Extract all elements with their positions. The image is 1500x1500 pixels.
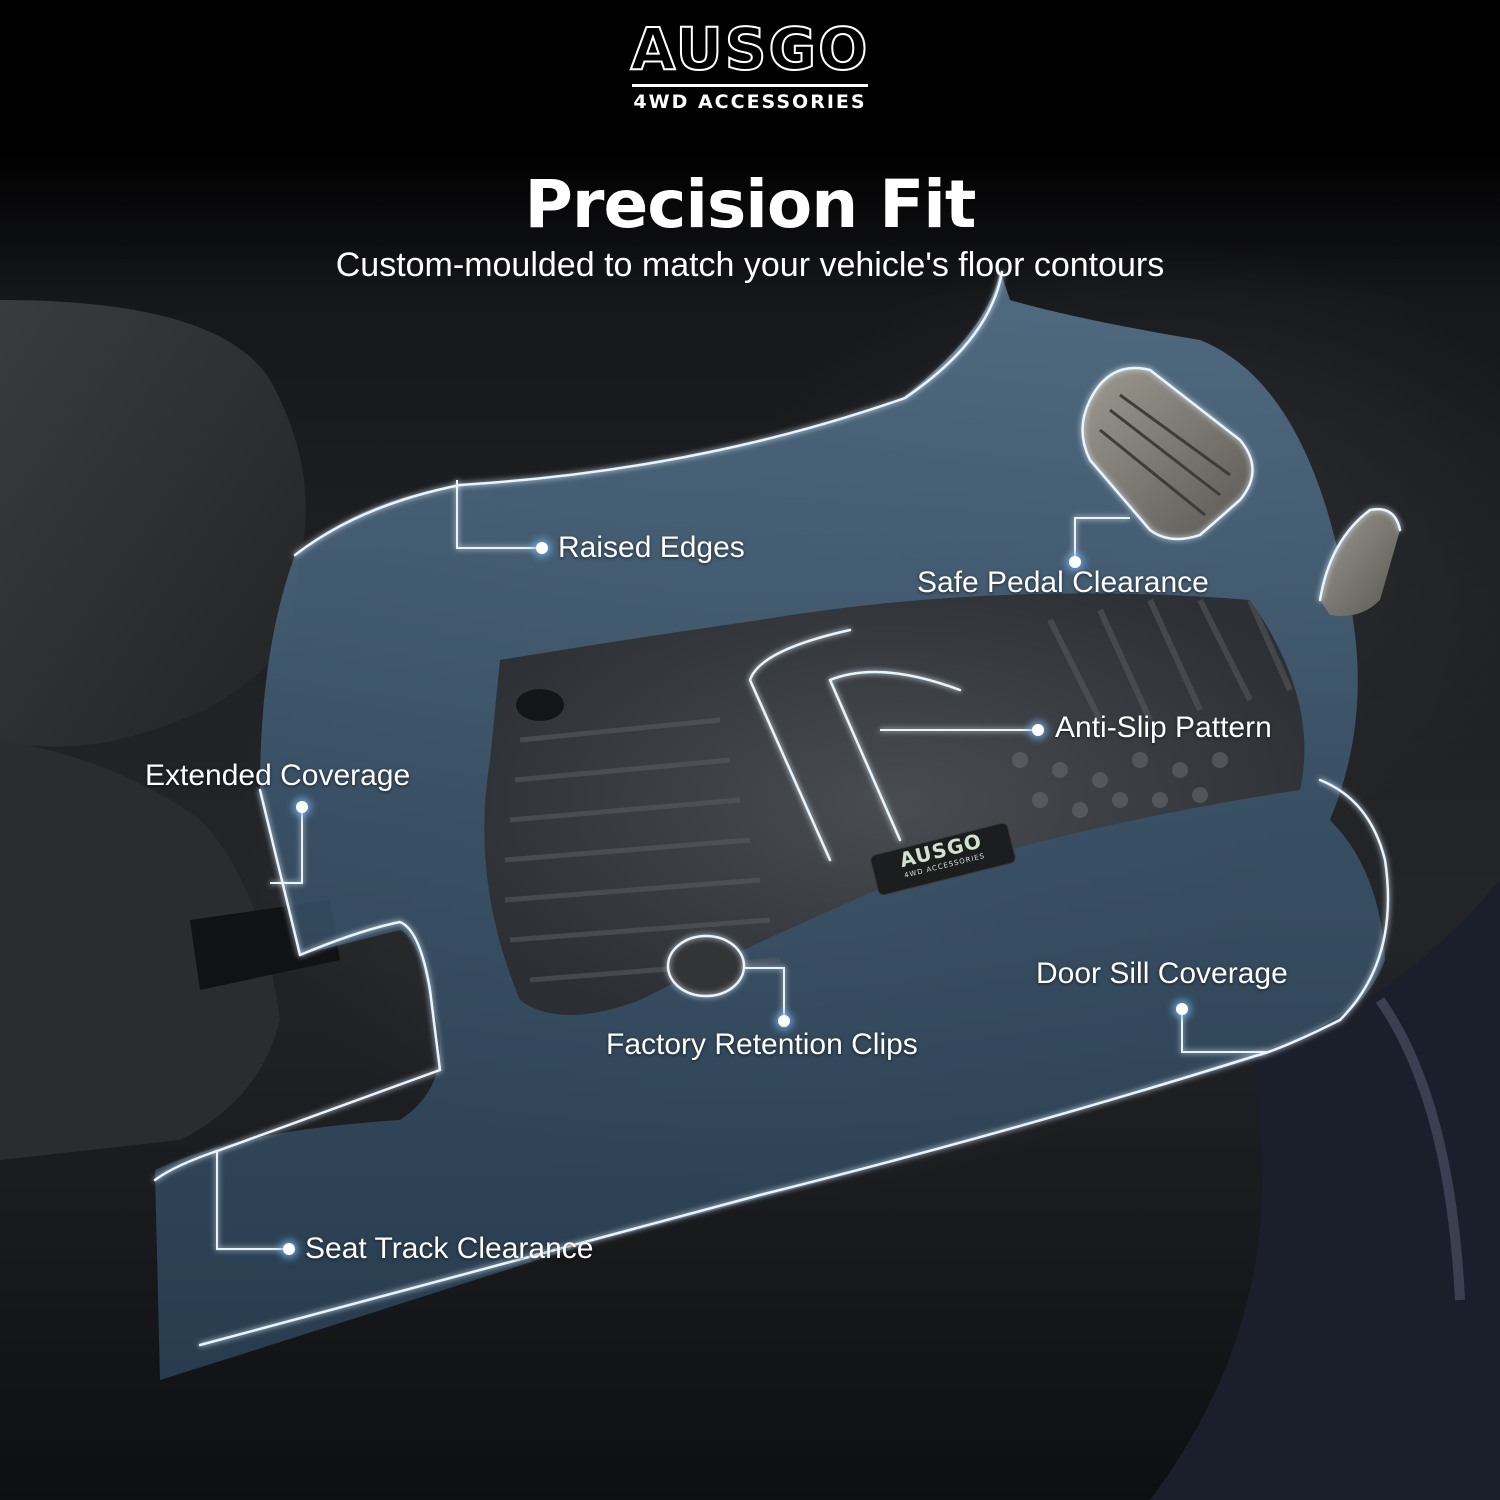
page-title: Precision Fit — [524, 166, 977, 243]
callout-door-sill-coverage: Door Sill Coverage — [1036, 957, 1288, 990]
brand-tagline: 4WD ACCESSORIES — [633, 91, 867, 113]
callout-raised-edges: Raised Edges — [558, 531, 745, 564]
callout-dot-extended-coverage — [296, 801, 308, 813]
callout-dot-door-sill-coverage — [1176, 1003, 1188, 1015]
callout-anti-slip-pattern: Anti-Slip Pattern — [1055, 711, 1272, 744]
callout-factory-retention-clips: Factory Retention Clips — [606, 1028, 918, 1061]
callout-dot-anti-slip-pattern — [1032, 724, 1044, 736]
callout-extended-coverage: Extended Coverage — [145, 759, 411, 792]
callout-dot-seat-track-clearance — [283, 1243, 295, 1255]
brand-divider — [632, 84, 868, 87]
callout-dot-safe-pedal-clearance — [1069, 556, 1081, 568]
callout-seat-track-clearance: Seat Track Clearance — [305, 1232, 594, 1265]
callout-safe-pedal-clearance: Safe Pedal Clearance — [917, 566, 1209, 599]
callout-dot-factory-retention-clips — [778, 1015, 790, 1027]
brand-name: AUSGO — [630, 15, 870, 83]
brand-logo: AUSGO 4WD ACCESSORIES — [0, 15, 1500, 113]
callout-dot-raised-edges — [536, 542, 548, 554]
page-subtitle: Custom-moulded to match your vehicle's f… — [335, 246, 1165, 284]
